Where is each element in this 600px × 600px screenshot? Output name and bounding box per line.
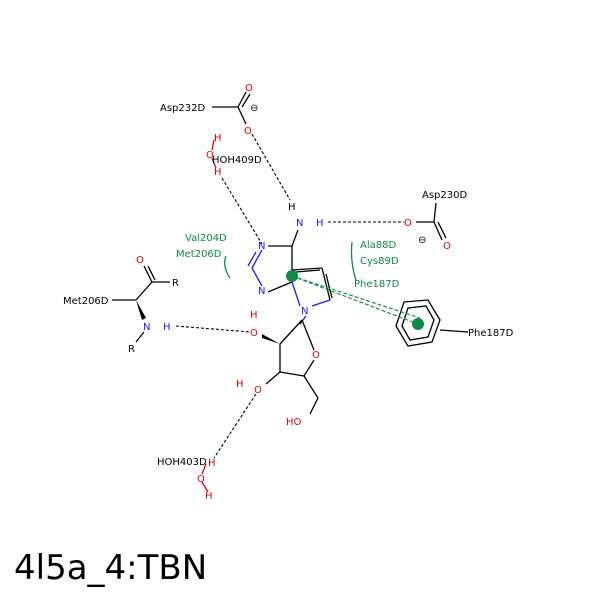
met206-o: O	[136, 255, 144, 266]
o5-label: HO	[286, 417, 302, 428]
hoh409-h1: H	[214, 133, 222, 144]
pi-stacking	[286, 270, 424, 330]
asp230-o1: O	[404, 218, 412, 229]
hoh409-o: O	[206, 150, 214, 161]
label-asp230d: Asp230D	[422, 190, 467, 201]
label-met206d-backbone: Met206D	[63, 296, 109, 307]
pi-centroid-phe	[412, 318, 424, 330]
hoh403-h2: H	[205, 491, 213, 502]
hbond-asp232-nh	[251, 133, 291, 201]
label-hoh409d: HOH409D	[212, 155, 262, 166]
asp230-charge: ⊖	[418, 235, 426, 246]
pi-stack-line	[291, 275, 419, 325]
hbond-met206-o2	[175, 325, 251, 333]
label-hoh403d: HOH403D	[157, 457, 207, 468]
n1-atom: N	[258, 286, 265, 297]
label-cys89d: Cys89D	[360, 256, 399, 267]
label-val204d: Val204D	[185, 233, 227, 244]
hydrophobic-arc-right	[350, 241, 357, 281]
n3-atom: N	[258, 241, 265, 252]
hydrophobic-contacts	[224, 241, 357, 281]
hoh409-h2: H	[214, 167, 222, 178]
ring-o: O	[312, 350, 320, 361]
ligand-bonds	[247, 229, 333, 415]
label-asp232d: Asp232D	[160, 103, 205, 114]
residue-labels: Asp232D HOH409D Asp230D Val204D Met206D …	[63, 103, 514, 468]
label-phe187d-ring: Phe187D	[468, 328, 514, 339]
o2-atom: O	[250, 328, 258, 339]
amine-n: N	[296, 218, 303, 229]
met206-n: N	[143, 322, 150, 333]
label-phe187d-contact: Phe187D	[354, 279, 400, 290]
hbond-hoh409-n3	[221, 177, 263, 245]
pi-centroid-ligand	[286, 270, 298, 282]
o2-h: H	[250, 310, 258, 321]
amine-h: H	[288, 202, 296, 213]
asp232-o2: O	[244, 126, 252, 137]
hbond-o3-hoh403	[213, 393, 257, 459]
hoh403-h1: H	[208, 458, 216, 469]
label-ala88d: Ala88D	[360, 240, 396, 251]
o3-atom: O	[254, 385, 262, 396]
diagram-caption: 4l5a_4:TBN	[14, 548, 208, 588]
met206-r1: R	[172, 278, 179, 289]
o3-h: H	[236, 379, 244, 390]
atom-labels: O O ⊖ H O H H N H O O ⊖ N N N O R N H R …	[128, 83, 451, 502]
amine-h2: H	[316, 218, 324, 229]
residue-bonds	[112, 91, 469, 493]
n9-atom: N	[301, 306, 308, 317]
hydrophobic-arc-left	[224, 255, 231, 279]
label-met206d-contact: Met206D	[176, 249, 222, 260]
hydrogen-bonds	[175, 133, 404, 459]
hoh403-o: O	[197, 474, 205, 485]
asp230-o2: O	[443, 241, 451, 252]
met206-h: H	[163, 322, 171, 333]
met206-r2: R	[128, 344, 135, 355]
asp232-charge: ⊖	[250, 103, 258, 114]
asp232-o1: O	[245, 83, 253, 94]
